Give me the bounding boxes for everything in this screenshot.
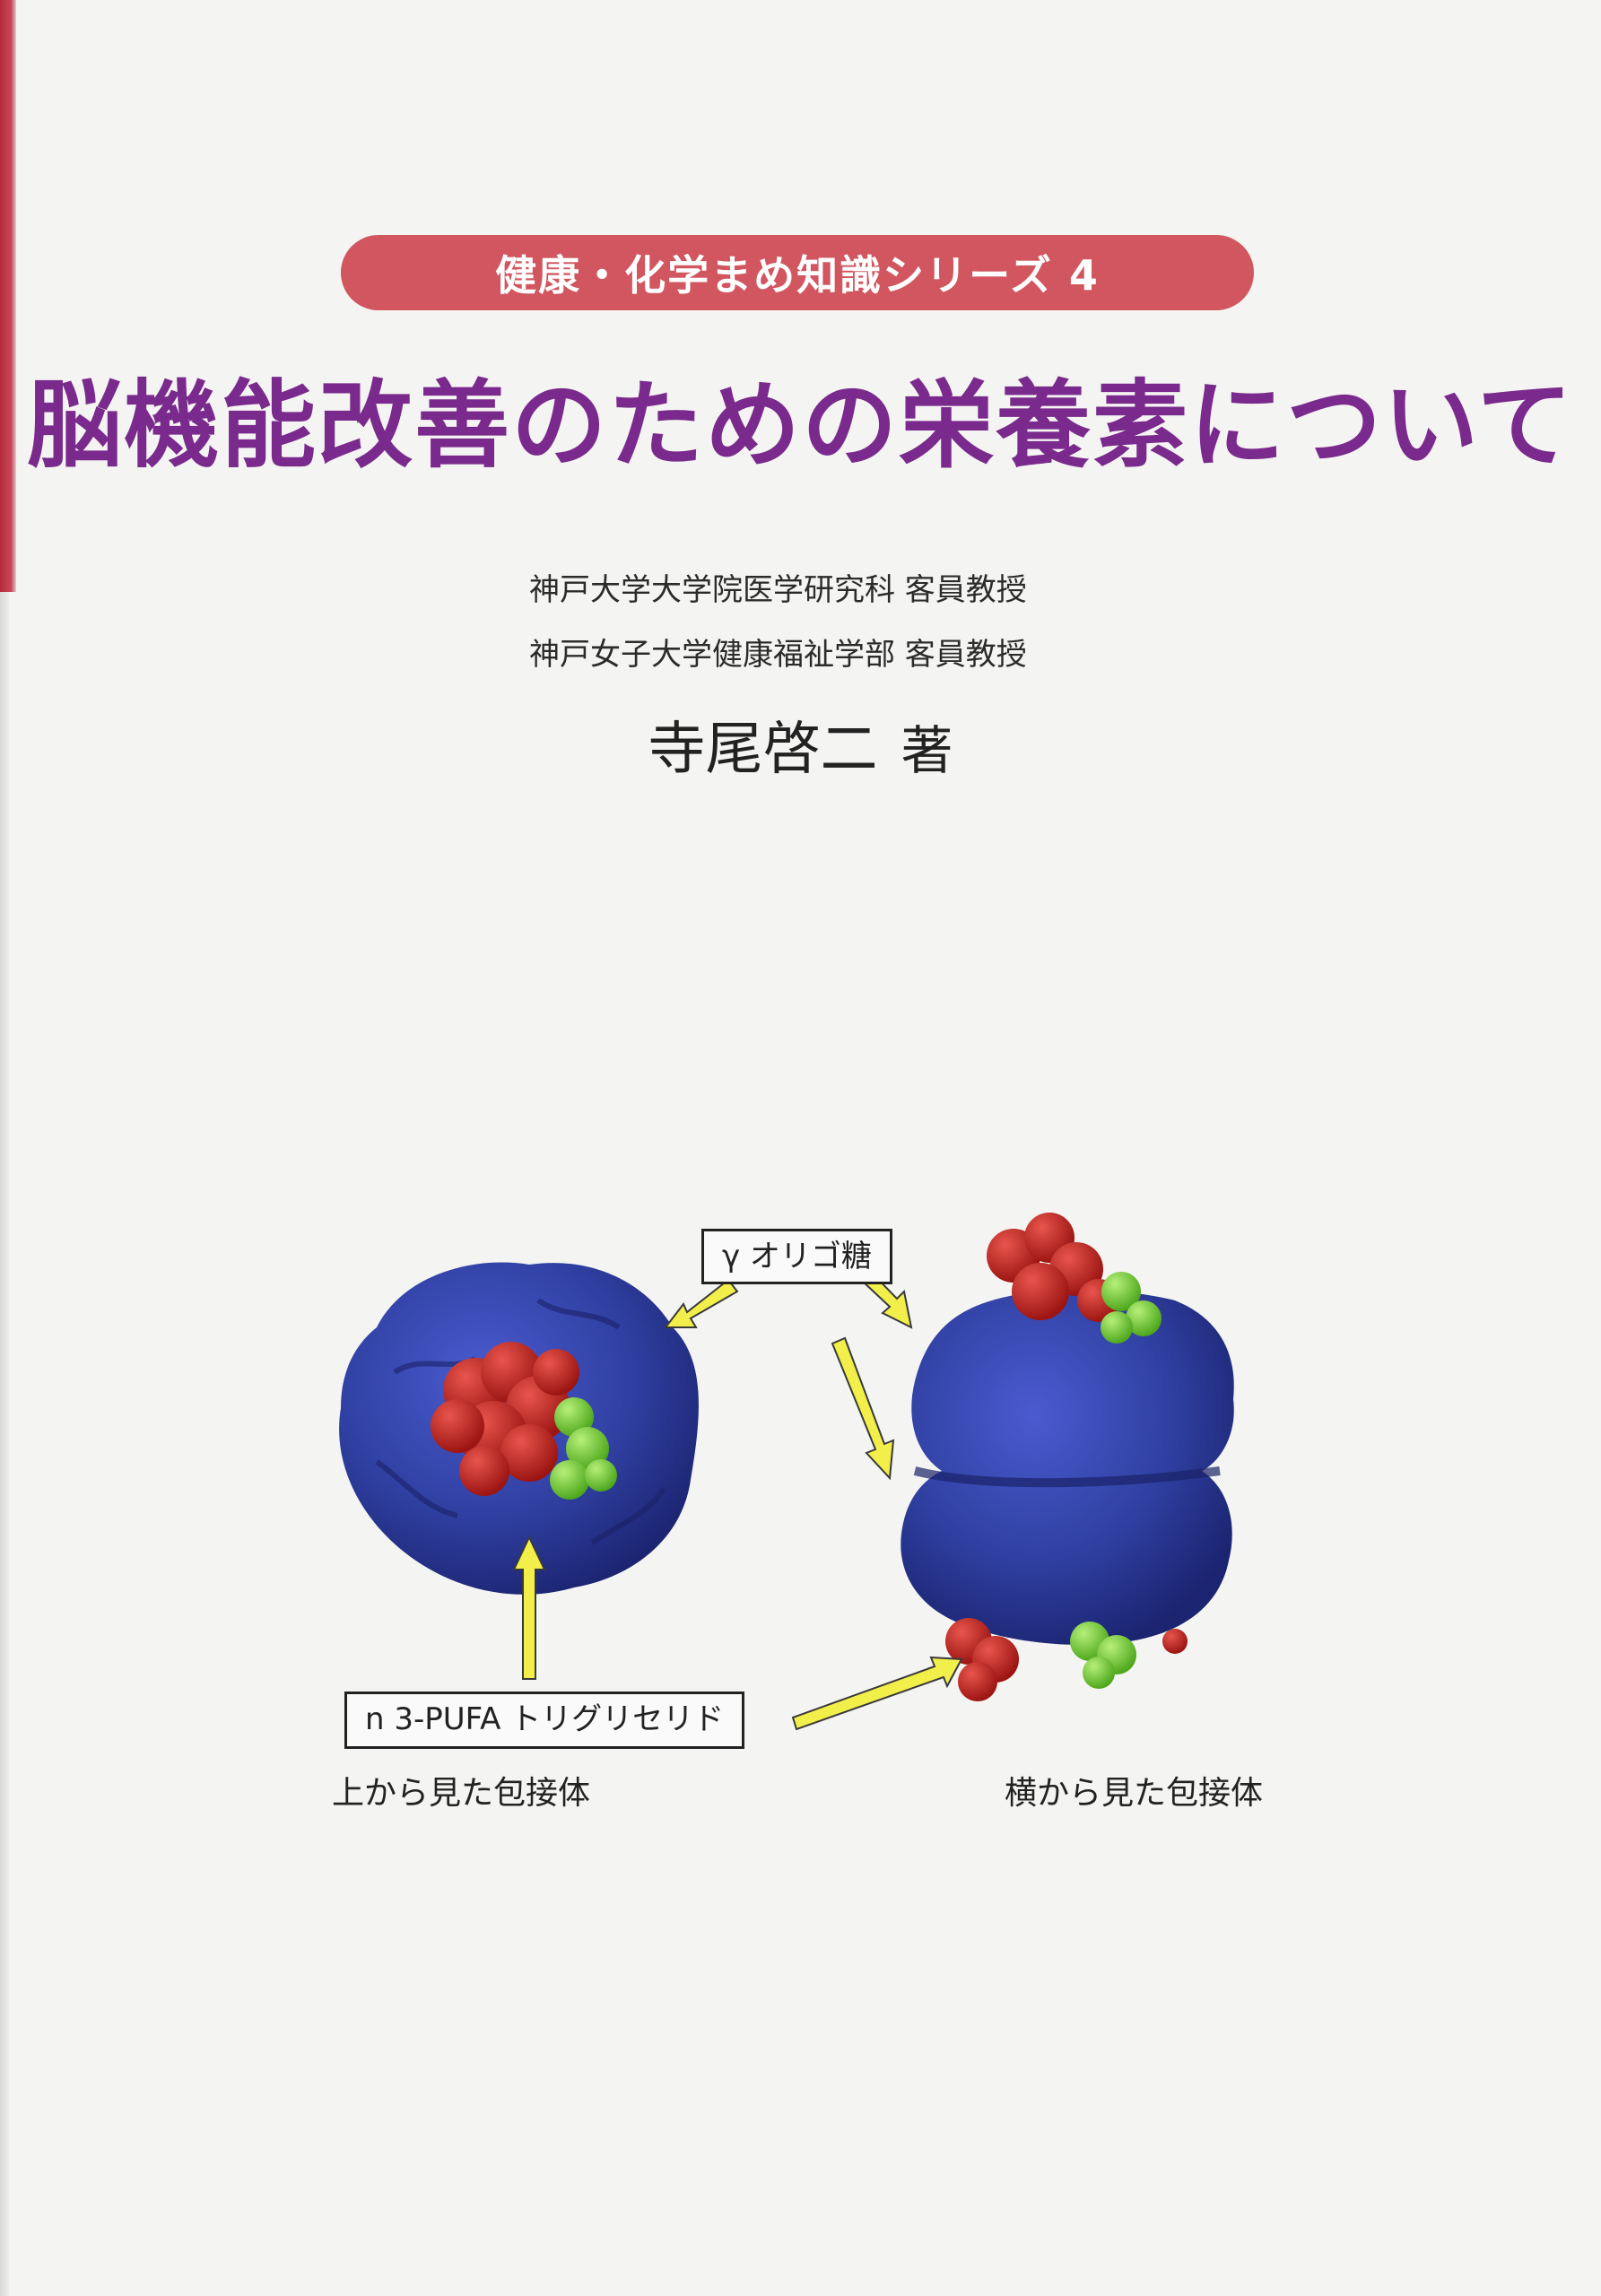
author-role: 著 — [901, 720, 953, 781]
arrow-gamma-to-side-2 — [831, 1336, 895, 1481]
side-view-red-guest-bottom — [945, 1618, 1188, 1701]
side-view-green-guest-bottom — [1070, 1622, 1136, 1689]
author-affiliation-2: 神戸女子大学健康福祉学部 客員教授 — [529, 637, 1027, 673]
spine-edge — [0, 0, 16, 592]
annotation-arrows — [512, 1271, 963, 1731]
arrow-pufa-to-side — [791, 1656, 963, 1731]
side-view-molecule — [901, 1213, 1234, 1701]
author-name: 寺尾啓二 — [648, 717, 878, 783]
arrow-gamma-to-top — [663, 1278, 739, 1328]
arrow-pufa-to-top — [512, 1535, 546, 1680]
side-view-red-guest-top — [987, 1213, 1120, 1322]
series-label: 健康・化学まめ知識シリーズ 4 — [495, 251, 1100, 300]
pufa-triglyceride-label: n 3-PUFA トリグリセリド — [344, 1692, 745, 1749]
top-view-red-guest — [431, 1342, 579, 1496]
side-view-green-guest-top — [1101, 1272, 1162, 1344]
gamma-oligosaccharide-label: γ オリゴ糖 — [701, 1229, 892, 1284]
top-view-green-guest — [550, 1397, 617, 1500]
inclusion-complex-figure: γ オリゴ糖 n 3-PUFA トリグリセリド 上から見た包接体 横から見た包接… — [269, 1193, 1345, 1857]
spine-shadow — [0, 592, 9, 2296]
book-title: 脳機能改善のための栄養素について — [27, 370, 1574, 481]
author-affiliation-1: 神戸大学大学院医学研究科 客員教授 — [529, 572, 1027, 608]
top-view-caption: 上から見た包接体 — [332, 1775, 591, 1812]
top-view-molecule — [339, 1262, 699, 1595]
side-view-caption: 横から見た包接体 — [1005, 1775, 1264, 1812]
molecule-illustration — [339, 1213, 1234, 1731]
series-banner: 健康・化学まめ知識シリーズ 4 — [341, 235, 1254, 310]
author-line: 寺尾啓二著 — [0, 714, 1601, 787]
